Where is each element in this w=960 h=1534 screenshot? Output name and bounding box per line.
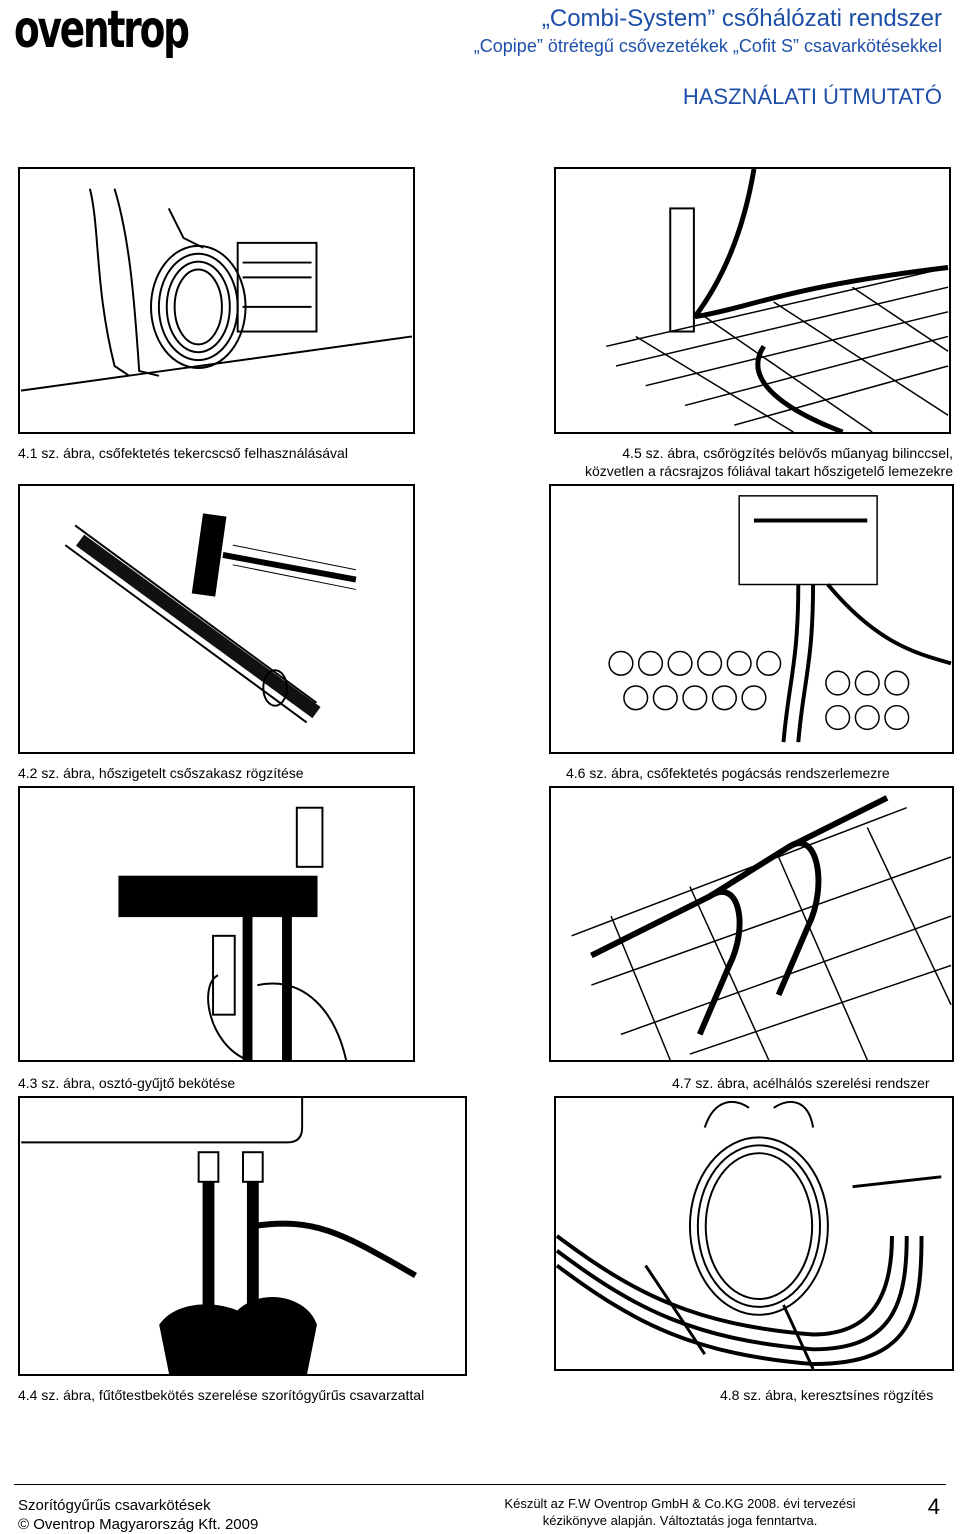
plastic-clip-fixing-illustration: [606, 169, 949, 432]
caption-4-4: 4.4 sz. ábra, fűtőtestbekötés szerelése …: [18, 1387, 425, 1403]
figure-4-8: [554, 1096, 954, 1371]
steel-mesh-illustration: [571, 795, 952, 1060]
caption-4-1: 4.1 sz. ábra, csőfektetés tekercscső fel…: [18, 445, 348, 461]
caption-4-8: 4.8 sz. ábra, keresztsínes rögzítés: [720, 1387, 934, 1403]
figure-4-1: [18, 167, 415, 434]
figure-4-4: [18, 1096, 467, 1376]
footer-center-line1: Készült az F.W Oventrop GmbH & Co.KG 200…: [504, 1496, 856, 1511]
footer-divider: [14, 1484, 946, 1485]
footer-left-line1: Szorítógyűrűs csavarkötések: [18, 1497, 211, 1514]
manifold-connection-illustration: [118, 806, 348, 1060]
document-subtitle: „Copipe” ötrétegű csővezetékek „Cofit S”…: [473, 36, 942, 56]
figure-4-5: [554, 167, 951, 434]
document-title: „Combi-System” csőhálózati rendszer: [541, 5, 942, 32]
pipe-coil-illustration: [20, 188, 413, 392]
figure-4-6: [549, 484, 954, 754]
oventrop-logo: oventrop: [14, 0, 190, 60]
caption-4-7: 4.7 sz. ábra, acélhálós szerelési rendsz…: [672, 1075, 930, 1091]
figure-4-7: [549, 786, 954, 1062]
caption-4-3: 4.3 sz. ábra, osztó-gyűjtő bekötése: [18, 1075, 236, 1091]
insulated-pipe-hammer-illustration: [64, 513, 357, 724]
page-number: 4: [927, 1494, 940, 1519]
caption-4-2: 4.2 sz. ábra, hőszigetelt csőszakasz rög…: [18, 765, 304, 781]
figure-4-3: [18, 786, 415, 1062]
footer-left-line2: © Oventrop Magyarország Kft. 2009: [18, 1516, 259, 1533]
cross-rail-illustration: [556, 1101, 942, 1369]
usage-heading: HASZNÁLATI ÚTMUTATÓ: [682, 84, 942, 109]
radiator-connection-illustration: [21, 1098, 417, 1374]
caption-4-6: 4.6 sz. ábra, csőfektetés pogácsás rends…: [566, 765, 890, 781]
figure-4-2: [18, 484, 415, 754]
footer-center-line2: kézikönyve alapján. Változtatás joga fen…: [542, 1513, 818, 1528]
studded-panel-illustration: [608, 495, 952, 743]
caption-4-5: 4.5 sz. ábra, csőrögzítés belövős műanya…: [584, 445, 953, 479]
